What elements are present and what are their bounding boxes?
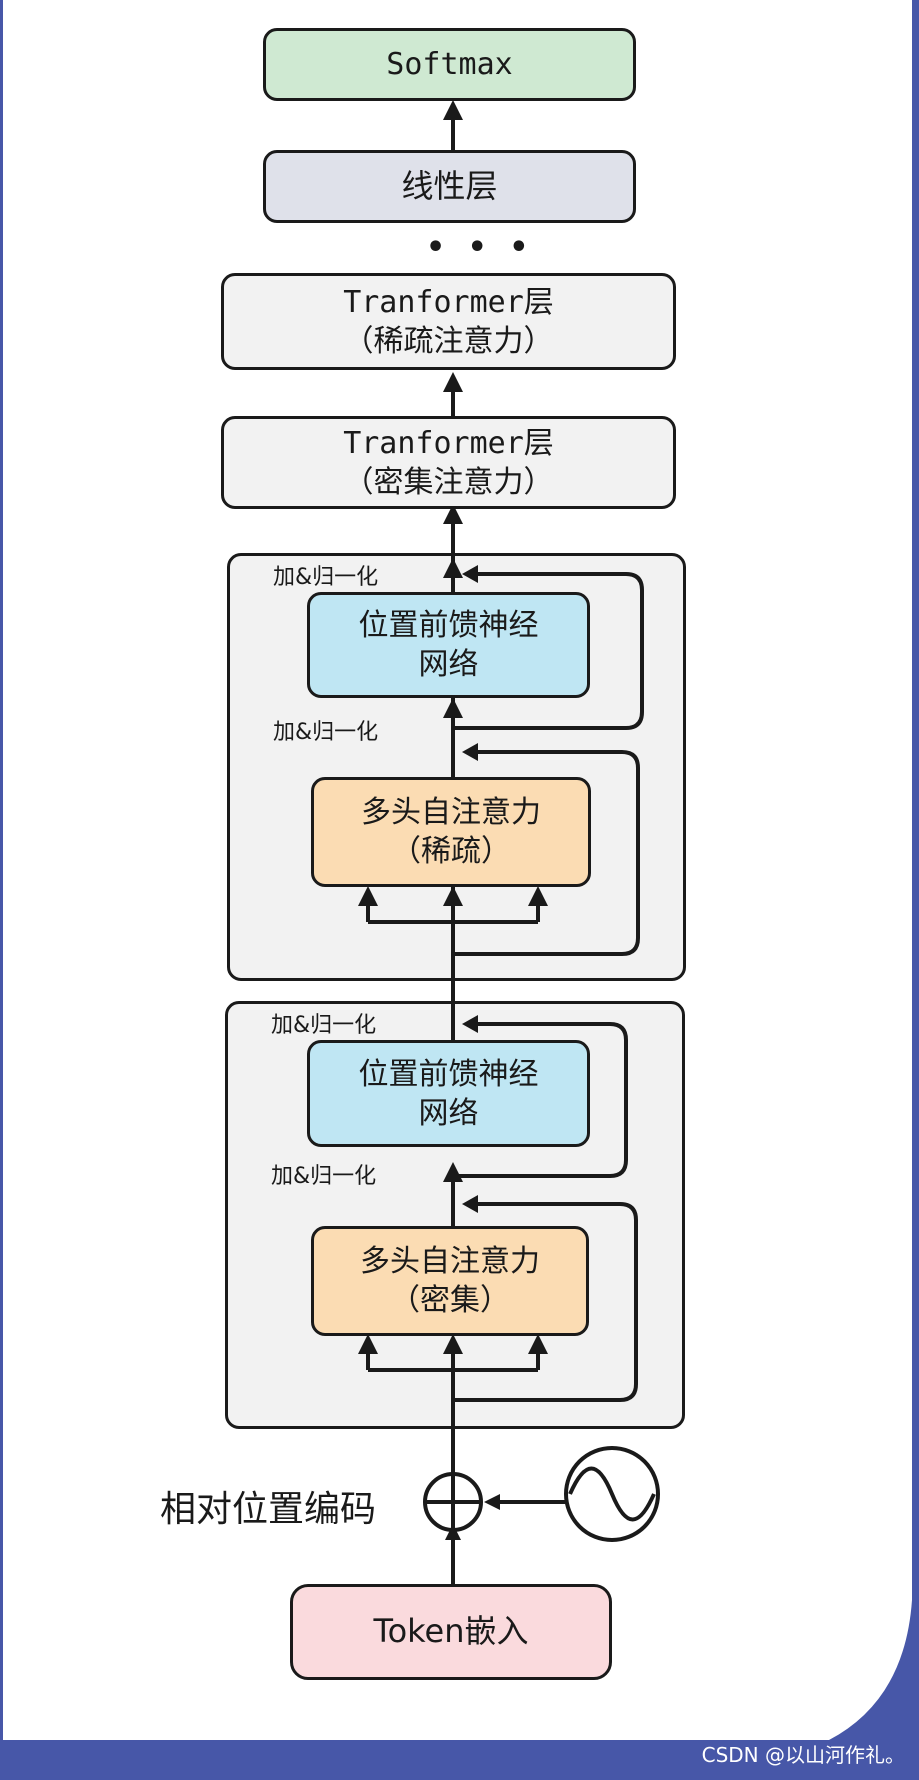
sparse-mha-line2: （稀疏）	[391, 834, 511, 869]
watermark: CSDN @以山河作礼。	[701, 1743, 905, 1767]
transformer-dense-box: Tranformer层 （密集注意力）	[221, 416, 676, 509]
positional-encoding-label: 相对位置编码	[160, 1489, 377, 1530]
transformer-sparse-line1: Tranformer层	[343, 284, 554, 320]
dense-ffn-box: 位置前馈神经 网络	[307, 1040, 590, 1147]
dense-mha-line2: （密集）	[390, 1283, 510, 1318]
softmax-box: Softmax	[263, 28, 636, 101]
sparse-mha-line1: 多头自注意力	[361, 795, 541, 830]
linear-layer-label: 线性层	[401, 166, 498, 205]
sparse-mha-box: 多头自注意力 （稀疏）	[311, 777, 591, 887]
sparse-addnorm-top: 加&归一化	[273, 565, 379, 590]
sparse-ffn-line2: 网络	[418, 647, 479, 682]
token-embedding-label: Token嵌入	[373, 1612, 529, 1651]
transformer-sparse-line2: （稀疏注意力）	[343, 323, 554, 359]
sparse-ffn-line1: 位置前馈神经	[358, 608, 539, 643]
transformer-sparse-box: Tranformer层 （稀疏注意力）	[221, 273, 676, 370]
dense-ffn-line1: 位置前馈神经	[358, 1056, 539, 1092]
sparse-ffn-box: 位置前馈神经 网络	[307, 592, 590, 698]
dense-addnorm-top: 加&归一化	[271, 1013, 377, 1038]
dense-ffn-line2: 网络	[418, 1095, 479, 1131]
transformer-dense-line1: Tranformer层	[343, 425, 554, 461]
linear-layer-box: 线性层	[263, 150, 636, 223]
softmax-label: Softmax	[386, 47, 513, 82]
dense-mha-line1: 多头自注意力	[360, 1244, 540, 1279]
transformer-dense-line2: （密集注意力）	[343, 464, 554, 500]
sparse-addnorm-mid: 加&归一化	[273, 720, 379, 745]
dense-mha-box: 多头自注意力 （密集）	[311, 1226, 589, 1336]
ellipsis: • • •	[426, 230, 535, 265]
dense-addnorm-mid: 加&归一化	[271, 1164, 377, 1189]
token-embedding-box: Token嵌入	[290, 1584, 612, 1680]
